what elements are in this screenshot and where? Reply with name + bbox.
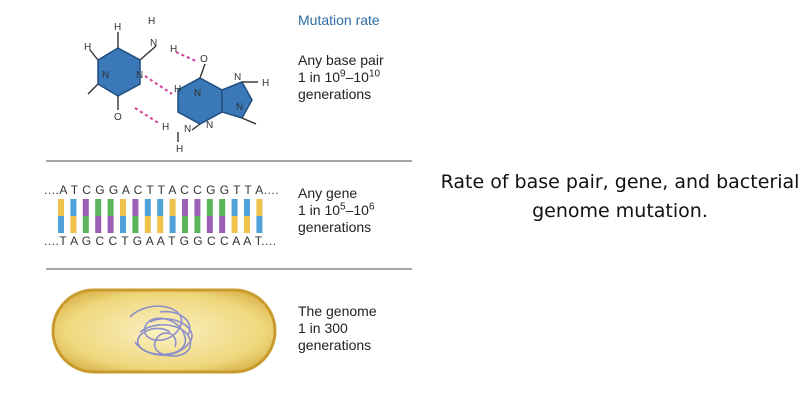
bond: [89, 49, 99, 61]
atom-label: N: [236, 102, 243, 113]
dna-base-bar: [144, 199, 151, 216]
dna-base-bar: [169, 216, 176, 233]
caption-line: Rate of base pair, gene, and bacterial: [440, 171, 800, 193]
dna-base-bar: [58, 199, 64, 216]
cell-wall: [51, 288, 277, 374]
mutation-rate-figure: H H H N N N N O O N N H H H N N H H Muta…: [44, 12, 412, 374]
dna-double-strand: [58, 199, 263, 233]
base-pair-molecule-diagram: H H H N N N N O O N N H H H N N H H: [84, 16, 269, 155]
hydrogen-bond: [175, 51, 199, 63]
dna-base-bar: [107, 216, 114, 233]
genome-rate: The genome 1 in 300 generations: [298, 303, 377, 354]
caption-line: genome mutation.: [532, 200, 708, 222]
dna-base-bar: [95, 199, 102, 216]
dna-base-bar: [219, 199, 226, 216]
dna-base-bar: [120, 216, 126, 233]
gene-rate: Any gene 1 in 105–106 generations: [298, 185, 375, 236]
dna-base-bar: [244, 199, 250, 216]
dna-base-bar: [256, 199, 263, 216]
dna-base-bar: [194, 216, 201, 233]
atom-label: N: [206, 120, 213, 131]
dna-base-bar: [132, 199, 139, 216]
base-pair-rate: Any base pair 1 in 109–1010 generations: [298, 52, 384, 103]
atom-label: H: [176, 144, 183, 155]
atom-label: N: [234, 72, 241, 83]
hydrogen-bond: [134, 107, 161, 125]
rate-unit: generations: [298, 337, 372, 353]
atom-label: N: [194, 88, 201, 99]
atom-label: N: [102, 70, 109, 81]
dna-base-bar: [182, 199, 188, 216]
figure-caption: Rate of base pair, gene, and bacterial g…: [430, 168, 810, 226]
atom-label: H: [174, 84, 181, 95]
rate-value: 1 in 105–106: [298, 201, 375, 218]
atom-label: H: [148, 16, 155, 27]
atom-label: N: [150, 38, 157, 49]
dna-base-bar: [82, 216, 89, 233]
dna-base-bar: [157, 216, 164, 233]
atom-label: H: [162, 122, 169, 133]
dna-base-bar: [169, 199, 176, 216]
dna-base-bar: [70, 216, 77, 233]
bond: [191, 123, 201, 131]
atom-label: O: [200, 54, 208, 65]
dna-base-bar: [132, 216, 139, 233]
dna-base-bar: [206, 216, 213, 233]
dna-base-bar: [95, 216, 102, 233]
dna-base-bar: [244, 216, 250, 233]
dna-base-bar: [157, 199, 164, 216]
atom-label: H: [114, 22, 121, 33]
atom-label: O: [114, 112, 122, 123]
dna-base-bar: [120, 199, 126, 216]
dna-base-bar: [82, 199, 89, 216]
divider: [46, 160, 412, 162]
rate-unit: generations: [298, 86, 372, 102]
dna-base-bar: [58, 216, 64, 233]
dna-base-bar: [231, 216, 238, 233]
rate-label: Any base pair: [298, 52, 384, 68]
dna-base-bar: [219, 216, 226, 233]
bacterium-cell: [51, 288, 277, 374]
dna-base-bar: [194, 199, 201, 216]
guanine-five-ring: [221, 81, 253, 119]
atom-label: N: [184, 124, 191, 135]
dna-base-bar: [231, 199, 238, 216]
rate-unit: generations: [298, 219, 372, 235]
mutation-rate-header: Mutation rate: [298, 12, 380, 28]
dna-base-bar: [206, 199, 213, 216]
guanine-six-ring: [177, 77, 223, 125]
hydrogen-bond: [144, 75, 173, 95]
bond: [241, 117, 257, 125]
dna-base-bar: [182, 216, 188, 233]
bond: [199, 63, 206, 79]
dna-top-strand: ....A T C G G A C T T A C C G G T T A...…: [44, 183, 280, 197]
atom-label: H: [262, 78, 269, 89]
rate-value: 1 in 109–1010: [298, 68, 381, 85]
atom-label: H: [84, 42, 91, 53]
dna-base-bar: [256, 216, 263, 233]
rate-label: The genome: [298, 303, 377, 319]
dna-bottom-strand: ....T A G C C T G A A T G G C C A A T...…: [44, 234, 277, 248]
bond: [87, 83, 99, 95]
dna-base-bar: [107, 199, 114, 216]
atom-label: H: [170, 44, 177, 55]
rate-label: Any gene: [298, 185, 358, 201]
rate-value: 1 in 300: [298, 320, 348, 336]
divider: [46, 268, 412, 270]
dna-base-bar: [70, 199, 77, 216]
dna-base-bar: [144, 216, 151, 233]
genome-tangle: [129, 305, 193, 357]
atom-label: N: [136, 70, 143, 81]
bond: [139, 45, 157, 61]
